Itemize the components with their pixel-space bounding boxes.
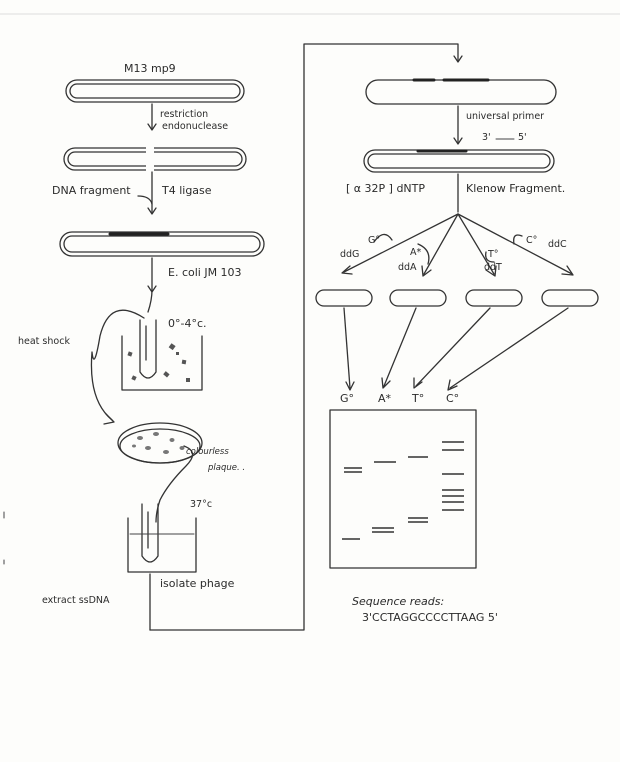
lane-label-a: A*: [378, 393, 391, 404]
dda-label: ddA: [398, 263, 417, 273]
ddc-label: ddC: [548, 240, 567, 250]
plaque-label: plaque. .: [208, 464, 245, 473]
t-tag-label: T°: [488, 250, 499, 260]
ice-beaker: [122, 320, 202, 390]
heat-shock-curve: [91, 310, 144, 420]
sequencing-gel: [330, 410, 476, 568]
host-strain-label: E. coli JM 103: [168, 267, 242, 278]
primer-5-prime: 5': [518, 133, 527, 143]
petri-dish: [118, 423, 202, 463]
dntp-label: [ α 32P ] dNTP: [346, 183, 425, 194]
products: [316, 290, 598, 306]
lane-label-c: C°: [446, 393, 459, 404]
sequence-value: 3'CCTAGGCCCCTTAAG 5': [362, 612, 498, 623]
heat-shock-label: heat shock: [18, 337, 70, 347]
a-tag-label: A*: [410, 248, 421, 258]
primed-template: [364, 150, 554, 172]
restriction-label: restriction: [160, 110, 208, 120]
plasmid-m13: [66, 80, 244, 102]
c-tag-label: C°: [526, 236, 537, 246]
gel-arrows: [344, 308, 568, 390]
g-tag-label: G°: [368, 236, 380, 246]
klenow-label: Klenow Fragment.: [466, 183, 565, 194]
plasmid-recombinant: [60, 232, 264, 256]
ddt-label: ddT: [484, 263, 502, 273]
incubate-temp-label: 37°c: [190, 500, 212, 510]
isolate-phage-label: isolate phage: [160, 578, 234, 589]
fragment-join-mark: [138, 196, 152, 204]
primer-3-prime: 3': [482, 133, 491, 143]
endonuclease-label: endonuclease: [162, 122, 228, 132]
sequence-heading: Sequence reads:: [352, 596, 444, 607]
ssdna-circle: [366, 80, 556, 104]
ice-temp-label: 0°-4°c.: [168, 318, 207, 329]
vector-name-label: M13 mp9: [124, 63, 176, 74]
extract-ssdna-label: extract ssDNA: [42, 596, 110, 606]
colourless-label: colourless: [186, 448, 229, 457]
dna-fragment-label: DNA fragment: [52, 185, 131, 196]
culture-beaker: [128, 504, 196, 572]
universal-primer-label: universal primer: [466, 112, 544, 122]
ddg-label: ddG: [340, 250, 359, 260]
lane-label-g: G°: [340, 393, 354, 404]
lane-label-t: T°: [412, 393, 424, 404]
dish-to-tube-curve: [156, 446, 193, 522]
t4-ligase-label: T4 ligase: [162, 185, 212, 196]
plasmid-cut: [64, 146, 246, 172]
